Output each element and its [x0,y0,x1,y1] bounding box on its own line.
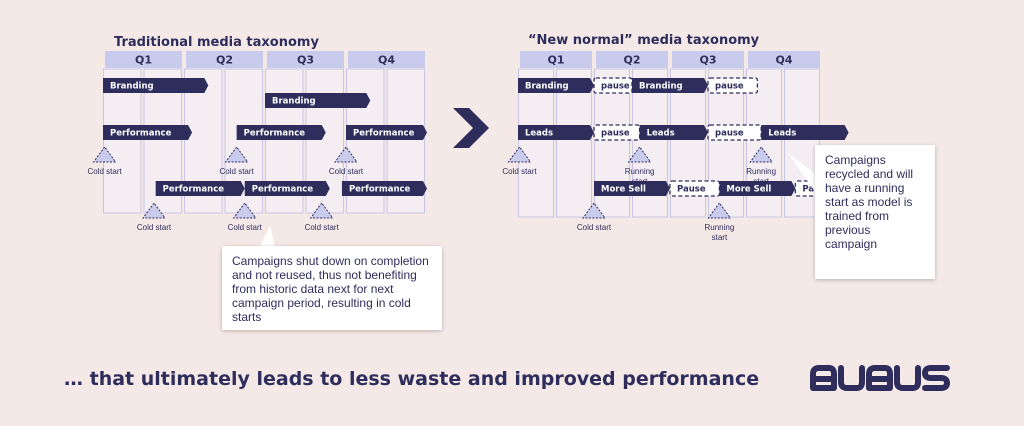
traditional-campaign-bar [265,93,371,108]
traditional-campaign-label: Branding [272,97,316,107]
chevron-right-icon [453,108,489,148]
new_normal-column [556,68,592,218]
traditional-start-marker-icon [142,202,167,219]
traditional-quarter-label: Q2 [216,54,233,67]
traditional-campaign-bar [346,125,427,140]
new_normal-campaign-label: Branding [525,82,569,92]
traditional-start-marker-label: Cold start [228,223,263,232]
new_normal-pause-label: Pause [677,185,706,195]
new_normal-pause-block [707,77,759,94]
avaus-logo [810,365,950,391]
new_normal-start-marker-label: start [753,177,769,186]
traditional-start-marker-icon [232,202,257,219]
new_normal-pause-block [707,124,762,141]
traditional-campaign-label: Performance [163,185,225,195]
new_normal-pause-label: pause [601,82,630,92]
new_normal-quarter-header [596,51,668,68]
new_normal-campaign-bar [518,125,594,140]
traditional-quarter-header [186,51,263,68]
traditional-campaign-bar [244,181,330,196]
new_normal-campaign-bar [639,125,708,140]
new_normal-campaign-label: More Sell [726,185,771,195]
tagline: … that ultimately leads to less waste an… [64,368,760,390]
traditional-start-marker-label: Cold start [305,223,340,232]
traditional-start-marker-icon [334,146,358,163]
new-normal-title: “New normal” media taxonomy [528,33,760,48]
traditional-quarter-header [267,51,344,68]
new_normal-start-marker-label: Cold start [502,167,537,176]
traditional-start-marker-label: Cold start [88,167,123,176]
new_normal-start-marker-icon [749,146,774,163]
new_normal-start-marker-icon [627,146,652,163]
new_normal-campaign-bar [594,181,670,196]
new_normal-start-marker-label: Running [625,167,655,176]
new_normal-quarter-label: Q2 [623,54,640,67]
new_normal-pause-label: pause [601,129,630,139]
new_normal-quarter-header [748,51,820,68]
new_normal-pause-label: pause [715,82,744,92]
new_normal-campaign-label: More Sell [601,185,646,195]
traditional-quarter-label: Q3 [297,54,314,67]
traditional-quarter-header [105,51,182,68]
new_normal-campaign-label: Branding [639,82,683,92]
callout-right-pointer [788,153,818,196]
new_normal-quarter-label: Q4 [775,54,792,67]
new-normal-taxonomy-panel: “New normal” media taxonomy Q1 Q2 Q3 Q4Bran… [502,33,849,242]
new_normal-start-marker-icon [507,146,532,163]
new_normal-start-marker-label: start [712,233,728,242]
traditional-campaign-label: Branding [110,82,154,92]
callout-running-start: Campaigns recycled and will have a runni… [815,145,935,279]
traditional-campaign-bar [341,181,427,196]
callout-cold-start: Campaigns shut down on completion and no… [222,246,442,330]
new_normal-quarter-header [520,51,592,68]
traditional-quarter-header [348,51,425,68]
traditional-start-marker-icon [92,146,117,163]
traditional-campaign-bar [103,78,209,93]
traditional-campaign-bar [155,181,245,196]
new_normal-pause-label: Pau [802,185,820,195]
traditional-campaign-label: Performance [244,129,306,139]
new_normal-quarter-label: Q1 [547,54,564,67]
new_normal-start-marker-label: start [632,177,648,186]
traditional-start-marker-label: Cold start [137,223,172,232]
traditional-start-marker-label: Cold start [220,167,255,176]
new_normal-campaign-bar [719,181,796,196]
new_normal-campaign-bar [518,78,594,93]
new_normal-column [518,68,554,218]
traditional-quarter-label: Q1 [135,54,152,67]
traditional-start-marker-label: Cold start [329,167,364,176]
traditional-quarter-label: Q4 [378,54,395,67]
new_normal-pause-label: pause [715,129,744,139]
new_normal-campaign-label: Leads [647,129,675,139]
traditional-campaign-label: Performance [110,129,172,139]
traditional-title: Traditional media taxonomy [114,35,319,50]
new_normal-start-marker-icon [582,202,606,219]
new_normal-quarter-header [672,51,744,68]
new_normal-start-marker-label: Running [704,223,734,232]
traditional-campaign-label: Performance [349,185,411,195]
new_normal-start-marker-icon [707,202,732,219]
new_normal-campaign-bar [632,78,708,93]
traditional-start-marker-icon [224,146,249,163]
traditional-campaign-label: Performance [353,129,415,139]
new_normal-campaign-label: Leads [525,129,553,139]
new_normal-quarter-label: Q3 [699,54,716,67]
new_normal-start-marker-label: Running [746,167,776,176]
new_normal-campaign-label: Leads [768,129,796,139]
traditional-taxonomy-panel: Traditional media taxonomy Q1 Q2 Q3 Q4Brand… [88,35,427,232]
traditional-campaign-bar [103,125,193,140]
new_normal-pause-block [593,124,641,141]
new_normal-start-marker-label: Cold start [577,223,612,232]
traditional-start-marker-icon [309,202,334,219]
traditional-campaign-label: Performance [252,185,314,195]
new_normal-campaign-bar [761,125,849,140]
traditional-campaign-bar [236,125,326,140]
callout-left-pointer [258,226,276,250]
